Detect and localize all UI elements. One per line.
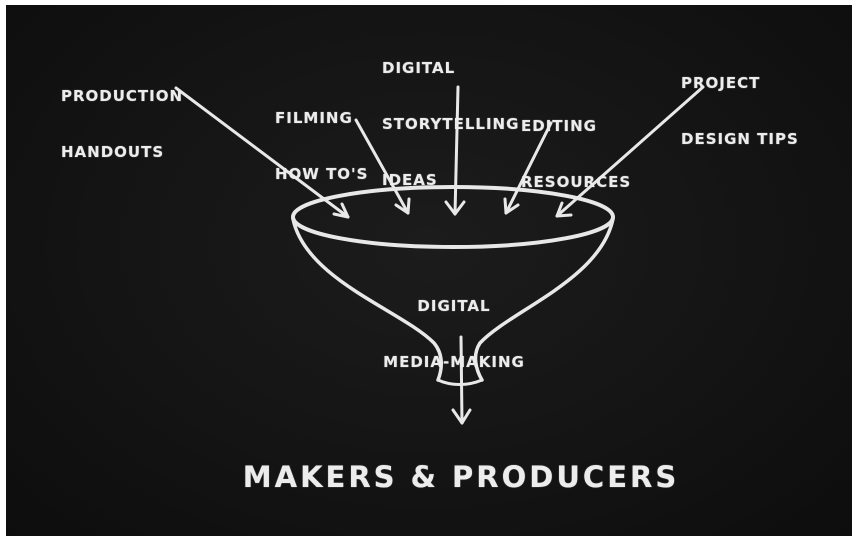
arrow-production-handouts <box>174 86 350 219</box>
source-line: FILMING <box>275 108 353 127</box>
arrow-project-design-tips <box>555 85 705 218</box>
funnel-label: DIGITAL MEDIA-MAKING <box>364 259 544 409</box>
chalkboard: PRODUCTION HANDOUTS FILMING HOW TO'S DIG… <box>6 5 852 536</box>
arrow-output <box>451 335 472 425</box>
source-line: HOW TO'S <box>275 164 369 183</box>
arrow-filming-how-tos <box>354 118 411 215</box>
output-label: MAKERS & PRODUCERS <box>242 460 680 494</box>
funnel-shape <box>291 185 615 386</box>
source-project-design-tips: PROJECT DESIGN TIPS <box>681 36 799 186</box>
source-editing-resources: EDITING RESOURCES <box>521 79 631 229</box>
source-line: EDITING <box>521 116 597 135</box>
source-line: STORYTELLING <box>382 114 520 133</box>
source-line: RESOURCES <box>521 172 632 191</box>
source-line: HANDOUTS <box>61 142 165 161</box>
source-line: DESIGN TIPS <box>681 129 799 148</box>
source-line: IDEAS <box>382 171 438 189</box>
funnel-diagram <box>174 85 705 425</box>
source-line: PRODUCTION <box>61 86 184 105</box>
arrow-digital-storytelling <box>444 85 466 216</box>
source-line: DIGITAL <box>382 58 456 77</box>
source-filming-how-tos: FILMING HOW TO'S <box>275 71 368 221</box>
source-line: PROJECT <box>681 73 761 92</box>
funnel-line: MEDIA-MAKING <box>383 352 525 371</box>
arrow-editing-resources <box>503 121 553 215</box>
source-production-handouts: PRODUCTION HANDOUTS <box>61 49 183 199</box>
funnel-line: DIGITAL <box>417 296 491 315</box>
source-digital-storytelling-ideas: DIGITAL STORYTELLING IDEAS <box>382 21 519 227</box>
